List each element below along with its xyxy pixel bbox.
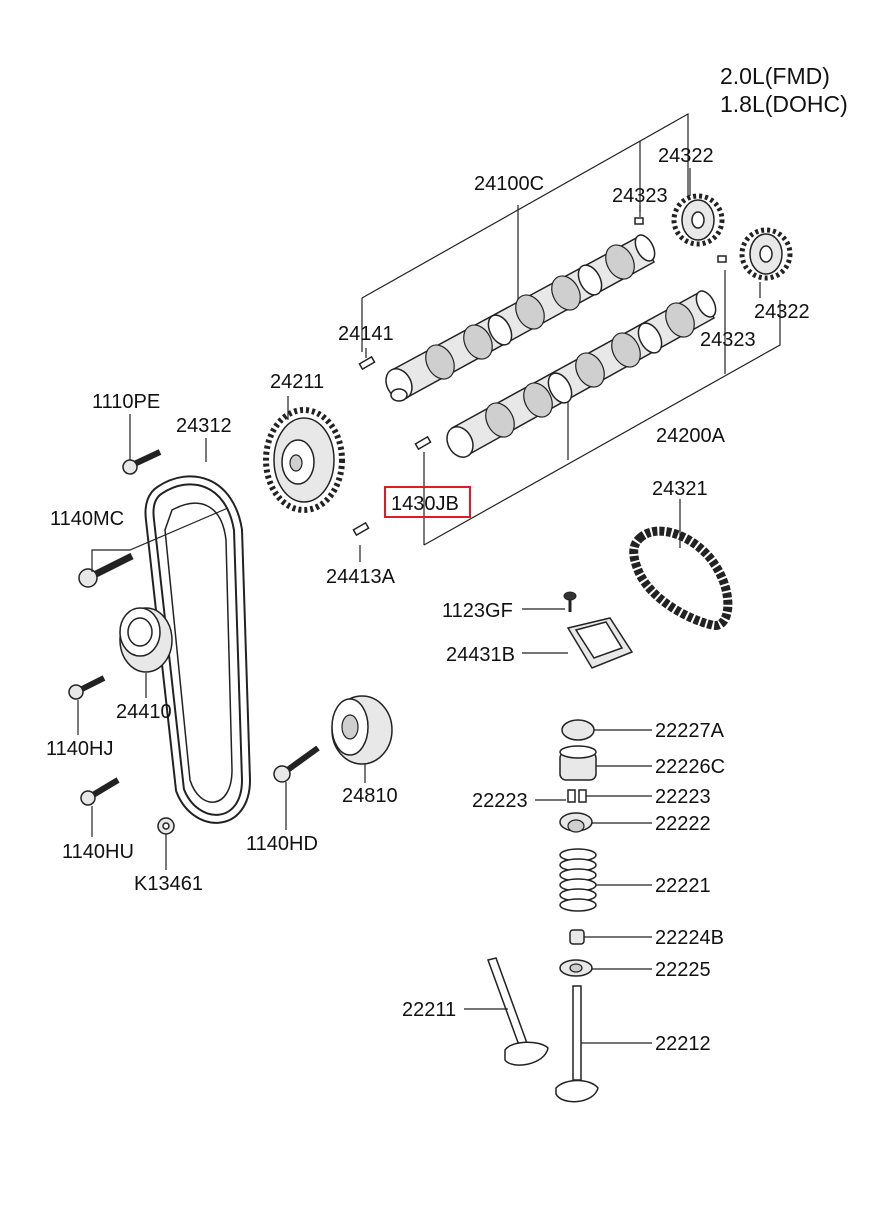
leader-lines: [77, 168, 761, 1044]
bracket-24431B: [566, 617, 634, 669]
label-1140MC: 1140MC: [50, 508, 124, 530]
screw-1123GF: [563, 591, 577, 612]
label-24141: 24141: [338, 323, 394, 345]
bolt-1110PE: [122, 449, 162, 475]
label-24413A: 24413A: [326, 566, 396, 588]
label-24312: 24312: [176, 415, 232, 437]
label-24321: 24321: [652, 478, 708, 500]
camshaft-bracket-upper: [361, 112, 689, 352]
engine-label-1: 2.0L(FMD): [720, 63, 830, 89]
tappet-22226C: [559, 745, 597, 781]
label-22224B: 22224B: [655, 927, 724, 949]
label-1430JB[interactable]: 1430JB: [391, 493, 459, 515]
label-1123GF: 1123GF: [442, 600, 513, 622]
label-24323-upper: 24323: [612, 185, 668, 207]
timing-belt-24312: [144, 475, 252, 824]
label-22226C: 22226C: [655, 756, 725, 778]
bolt-1140HJ: [68, 675, 106, 700]
label-22223-right: 22223: [655, 786, 711, 808]
pin-1430JB: [414, 435, 432, 451]
label-24322-lower: 24322: [754, 301, 810, 323]
valve-spring-22221: [559, 848, 597, 912]
spring-retainer-22222: [559, 812, 593, 833]
bolt-1140MC: [78, 552, 134, 588]
valve-intake-22211: [487, 957, 549, 1066]
key-24323-upper: [634, 217, 644, 225]
label-22227A: 22227A: [655, 720, 725, 742]
bolt-1140HU: [80, 777, 120, 806]
label-1140HD: 1140HD: [246, 833, 318, 855]
engine-label-2: 1.8L(DOHC): [720, 91, 848, 117]
label-24211: 24211: [270, 371, 324, 393]
nut-K13461: [157, 817, 175, 835]
label-24431B: 24431B: [446, 644, 515, 666]
belt-24321: [629, 526, 733, 630]
idler-24810: [331, 695, 393, 765]
label-1140HJ: 1140HJ: [46, 738, 113, 760]
label-22212: 22212: [655, 1033, 711, 1055]
valve-exhaust-22212: [555, 985, 599, 1103]
label-K13461: K13461: [134, 873, 203, 895]
label-24410: 24410: [116, 701, 172, 723]
label-24322-upper: 24322: [658, 145, 714, 167]
label-24100C: 24100C: [474, 173, 544, 195]
retainer-lock-22223: [567, 789, 587, 803]
sprocket-24211: [263, 407, 345, 513]
key-24323-lower: [717, 255, 727, 263]
highlight-box: [384, 486, 471, 518]
label-24323-lower: 24323: [700, 329, 756, 351]
label-22221: 22221: [655, 875, 711, 897]
camshaft-exhaust: [446, 290, 717, 458]
bolt-1140HD: [273, 745, 320, 783]
valve-seal-22224B: [569, 929, 585, 945]
cam-sprocket-lower: [739, 227, 793, 281]
shim-22227A: [561, 719, 595, 741]
cam-sprocket-upper: [671, 193, 725, 247]
label-24810: 24810: [342, 785, 398, 807]
label-22211: 22211: [402, 999, 456, 1021]
label-24200A: 24200A: [656, 425, 726, 447]
label-22223-left: 22223: [472, 790, 528, 812]
spring-seat-22225: [559, 959, 593, 977]
label-1140HU: 1140HU: [62, 841, 134, 863]
label-22222: 22222: [655, 813, 711, 835]
pin-24141: [358, 355, 376, 371]
camshaft-bracket-lower: [423, 270, 781, 546]
label-1110PE: 1110PE: [92, 391, 160, 413]
pin-24413A: [352, 521, 370, 537]
tensioner-24410: [119, 607, 173, 673]
camshaft-intake: [385, 234, 656, 402]
label-22225: 22225: [655, 959, 711, 981]
